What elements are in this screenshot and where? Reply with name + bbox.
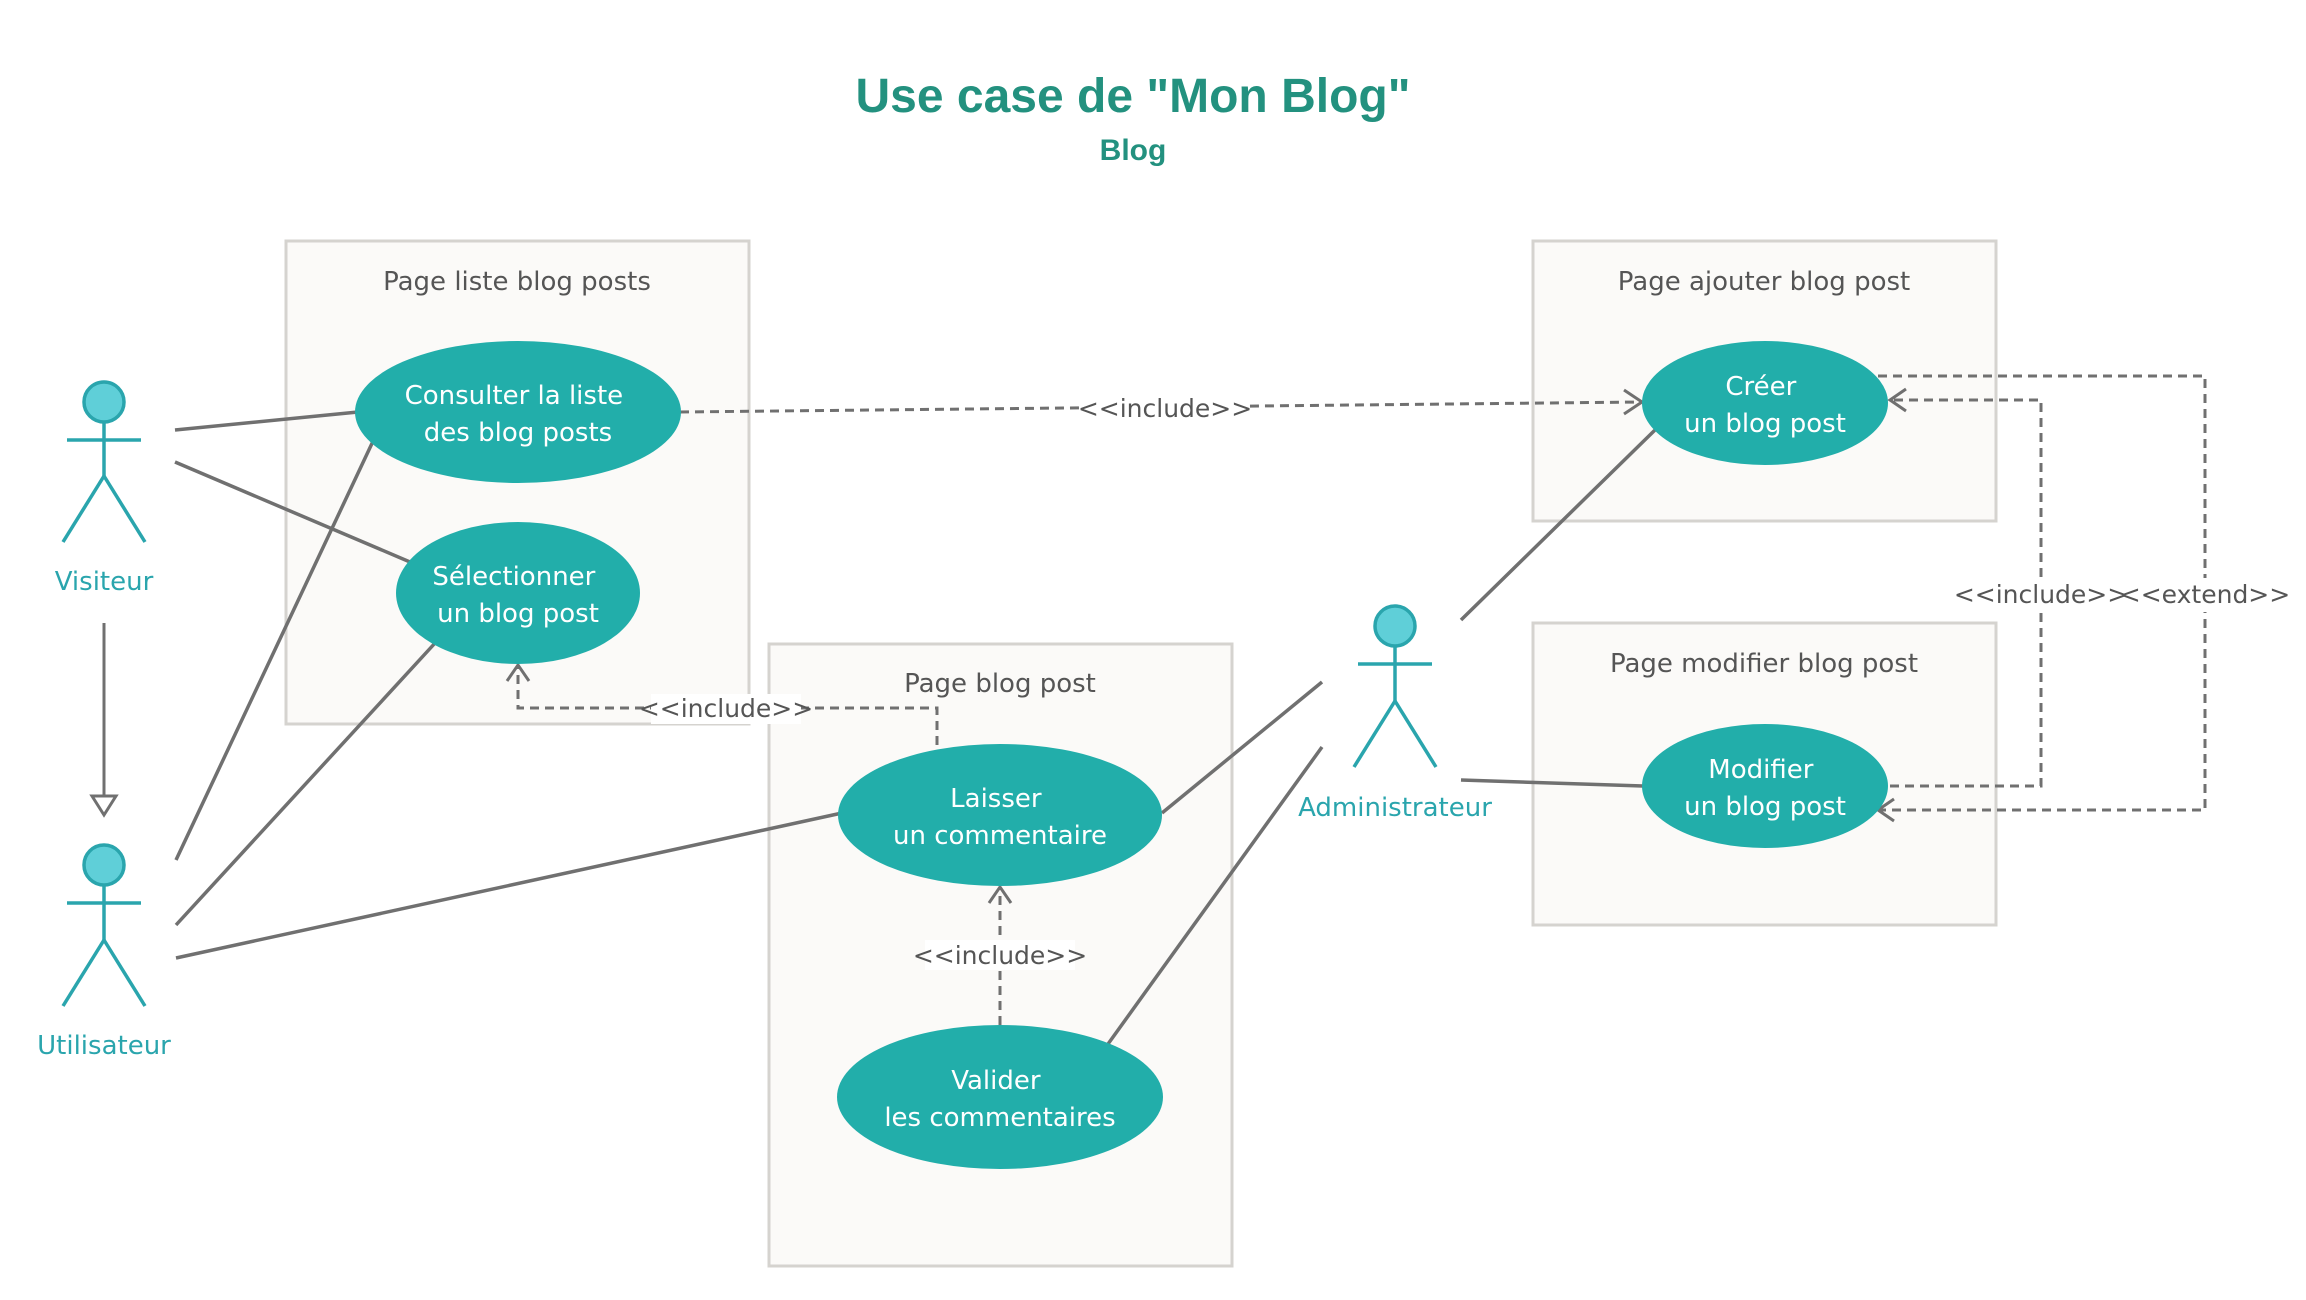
system-label: Page blog post <box>904 669 1096 699</box>
svg-text:Valider les commentaires: Valider les commentaires <box>884 1066 1115 1133</box>
include-valider-laisser: <<include>> <box>913 884 1087 1025</box>
actor-head-icon <box>1373 604 1417 648</box>
svg-text:Sélectionner un blog pos: Sélectionner un blog post <box>432 562 603 629</box>
svg-text:Consulter la liste des b: Consulter la liste des blog posts <box>405 381 632 448</box>
use-case-label-line: les commentaires <box>884 1103 1115 1133</box>
actor-label: Utilisateur <box>37 1031 171 1061</box>
assoc-utilisateur-laisser <box>175 811 843 960</box>
use-case-label-line: un blog post <box>1684 792 1846 822</box>
actor-head-icon <box>82 380 126 424</box>
extend-label: <<extend>> <box>2120 580 2290 609</box>
use-case-consulter-liste[interactable]: Consulter la liste des blog posts <box>355 341 681 483</box>
svg-text:Créer un blog post: Créer un blog post <box>1684 372 1846 439</box>
assoc-visiteur-consulter <box>174 410 359 432</box>
use-case-laisser-commentaire[interactable]: Laisser un commentaire <box>838 744 1162 886</box>
use-case-label-line: des blog posts <box>424 418 612 448</box>
actor-head-icon <box>82 843 126 887</box>
assoc-admin-creer <box>1459 428 1657 622</box>
assoc-visiteur-selectionner <box>174 460 411 564</box>
system-label: Page modifier blog post <box>1610 649 1918 679</box>
use-case-modifier-blog-post[interactable]: Modifier un blog post <box>1642 724 1888 848</box>
use-case-label-line: Modifier <box>1708 755 1813 785</box>
use-case-label-line: un blog post <box>437 599 599 629</box>
include-label: <<include>> <box>913 941 1087 970</box>
assoc-utilisateur-selectionner <box>174 640 438 927</box>
assoc-admin-laisser <box>1160 680 1324 815</box>
svg-text:Modifier un blog post: Modifier un blog post <box>1684 755 1846 822</box>
use-case-label-line: Créer <box>1725 372 1796 402</box>
extend-modifier-creer: <<extend>> <box>1875 374 2290 823</box>
diagram-title: Use case de "Mon Blog" <box>856 70 1411 123</box>
use-case-label-line: un commentaire <box>893 821 1107 851</box>
actor-label: Visiteur <box>55 567 154 597</box>
assoc-admin-valider <box>1106 745 1324 1046</box>
system-label: Page ajouter blog post <box>1618 267 1910 297</box>
actor-label: Administrateur <box>1298 793 1492 823</box>
diagram-subtitle: Blog <box>1100 134 1167 167</box>
use-case-label-line: un blog post <box>1684 409 1846 439</box>
svg-text:Laisser un commentaire: Laisser un commentaire <box>893 784 1107 851</box>
include-label: <<include>> <box>1954 580 2128 609</box>
include-consulter-creer: <<include>> <box>679 388 1645 423</box>
assoc-admin-modifier <box>1460 778 1644 788</box>
use-case-selectionner-blog-post[interactable]: Sélectionner un blog post <box>396 522 640 664</box>
use-case-label-line: Laisser <box>950 784 1042 814</box>
use-case-valider-commentaires[interactable]: Valider les commentaires <box>837 1025 1163 1169</box>
actor-visiteur[interactable]: Visiteur <box>55 380 154 597</box>
include-laisser-selectionner: <<include>> <box>505 662 939 745</box>
include-label: <<include>> <box>639 694 813 723</box>
associations <box>174 410 1657 1046</box>
use-case-label-line: Sélectionner <box>432 562 595 592</box>
actor-utilisateur[interactable]: Utilisateur <box>37 843 171 1061</box>
system-label: Page liste blog posts <box>383 267 651 297</box>
include-label: <<include>> <box>1078 394 1252 423</box>
include-modifier-creer: <<include>> <box>1887 387 2128 788</box>
generalization-utilisateur-visiteur <box>89 623 119 818</box>
use-case-label-line: Consulter la liste <box>405 381 624 411</box>
use-case-creer-blog-post[interactable]: Créer un blog post <box>1642 341 1888 465</box>
actor-administrateur[interactable]: Administrateur <box>1298 604 1492 823</box>
assoc-utilisateur-consulter <box>174 436 377 861</box>
use-case-label-line: Valider <box>951 1066 1041 1096</box>
